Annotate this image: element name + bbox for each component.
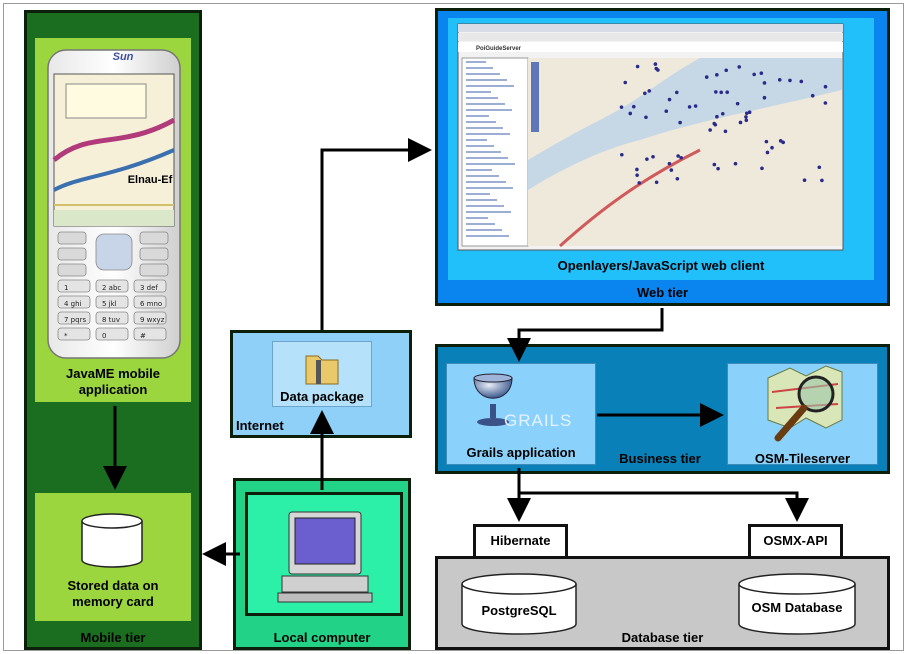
- diagram-frame: [3, 3, 904, 651]
- hibernate-box: [473, 524, 568, 559]
- internet-label: Internet: [236, 418, 284, 433]
- mobile-tier-label: Mobile tier: [80, 630, 146, 645]
- hibernate-label: Hibernate: [490, 533, 551, 548]
- web-tier-label: Web tier: [636, 285, 689, 300]
- osmx-api-box: [748, 524, 843, 559]
- grails-app-label: Grails application: [466, 445, 576, 460]
- browser-app-name: PoiGuideServer: [476, 46, 522, 52]
- local-computer-label: Local computer: [273, 630, 371, 645]
- postgresql-label: PostgreSQL: [481, 603, 557, 618]
- osm-tileserver-label: OSM-Tileserver: [754, 451, 851, 466]
- business-tier-label: Business tier: [619, 451, 701, 466]
- grails-app-box: [446, 363, 596, 465]
- osm-tileserver-box: [727, 363, 878, 465]
- javame-label: JavaME mobile application: [66, 366, 160, 397]
- database-tier-label: Database tier: [621, 630, 704, 645]
- osmx-api-label: OSMX-API: [763, 533, 828, 548]
- phone-map-place: Elnau-Ef: [127, 174, 173, 186]
- stored-data-label: Stored data on memory card: [67, 578, 159, 609]
- osm-database-label: OSM Database: [751, 600, 843, 615]
- data-package-label: Data package: [280, 389, 364, 404]
- javame-app-box: [35, 38, 191, 402]
- grails-logo-text: GRAILS: [504, 411, 573, 430]
- web-client-label: Openlayers/JavaScript web client: [557, 258, 765, 273]
- local-computer-inner: [245, 492, 403, 616]
- sun-logo: Sun: [112, 51, 134, 63]
- web-client-panel: [448, 18, 874, 280]
